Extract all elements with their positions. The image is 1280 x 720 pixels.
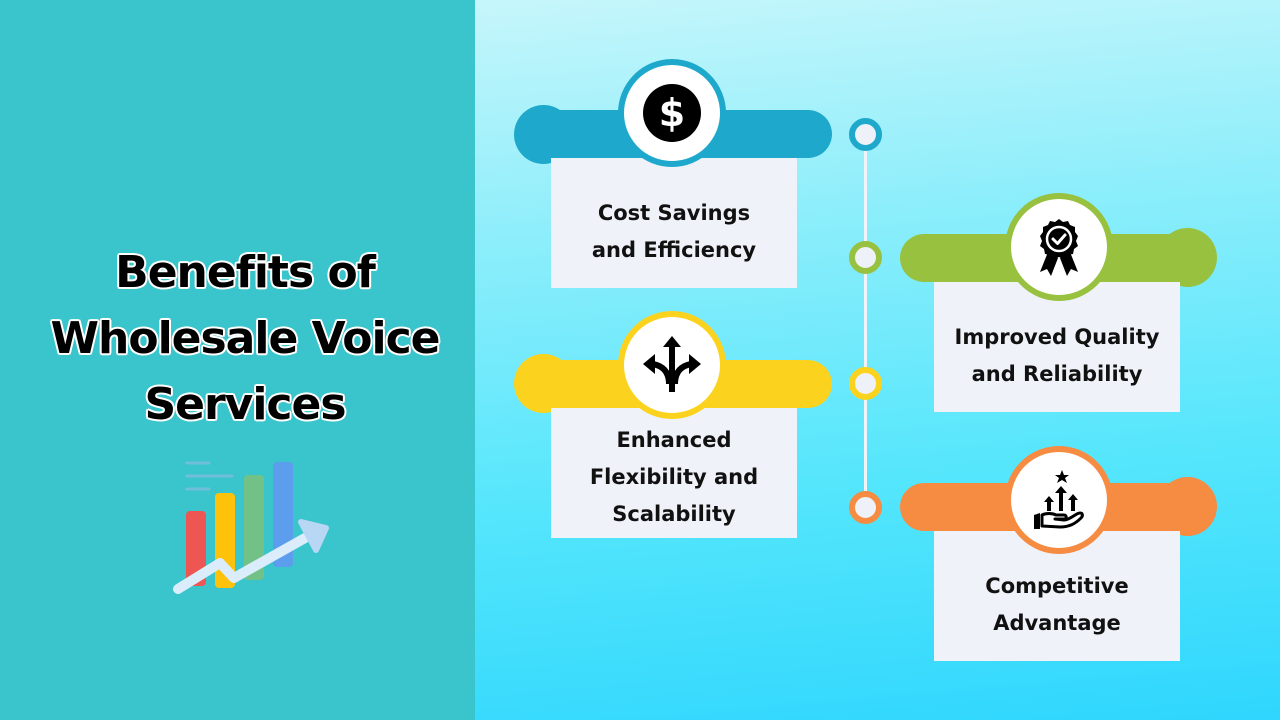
svg-text:$: $ [659, 91, 685, 135]
split-arrows-icon [643, 336, 701, 392]
bar-knob [1158, 477, 1217, 536]
left-panel [0, 0, 475, 720]
benefit-label: Improved Quality and Reliability [954, 325, 1160, 386]
benefit-box: Enhanced Flexibility and Scalability [551, 408, 797, 538]
timeline-node-3 [849, 367, 882, 400]
page-title: Benefits of Wholesale Voice Services [0, 240, 490, 438]
benefit-label: Enhanced Flexibility and Scalability [589, 427, 759, 526]
benefit-box: Cost Savings and Efficiency [551, 158, 797, 288]
icon-ring: $ [618, 59, 726, 167]
timeline-node-1 [849, 118, 882, 151]
title-line-1: Benefits of [115, 247, 376, 298]
bar-knob [1158, 228, 1217, 287]
timeline-line [864, 134, 867, 508]
benefit-label: Competitive Advantage [985, 574, 1129, 635]
benefit-box: Improved Quality and Reliability [934, 282, 1180, 412]
timeline-node-2 [849, 241, 882, 274]
title-line-3: Services [144, 379, 346, 430]
title-line-2: Wholesale Voice [50, 313, 440, 364]
dollar-icon: $ [643, 84, 701, 142]
icon-ring [618, 311, 726, 419]
icon-ring [1005, 193, 1113, 301]
icon-ring [1005, 446, 1113, 554]
hand-growth-arrows-icon [1034, 470, 1084, 529]
bar-chart-growth-icon [173, 461, 329, 594]
award-ribbon-icon [1040, 219, 1078, 276]
benefit-label: Cost Savings and Efficiency [591, 201, 757, 262]
timeline-node-4 [849, 491, 882, 524]
